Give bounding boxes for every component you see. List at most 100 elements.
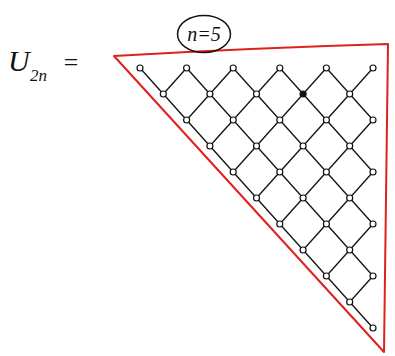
lattice-line bbox=[350, 302, 373, 328]
lattice-point bbox=[347, 247, 353, 253]
lattice-line bbox=[326, 198, 349, 224]
lattice-point bbox=[347, 299, 353, 305]
lattice-point bbox=[277, 117, 283, 123]
note-text: n=5 bbox=[187, 23, 221, 46]
lattice-line bbox=[303, 146, 326, 172]
lattice-line bbox=[187, 120, 210, 146]
lattice-line bbox=[163, 68, 186, 94]
lattice-line bbox=[257, 198, 280, 224]
lattice-point bbox=[207, 143, 213, 149]
lattice-point bbox=[277, 169, 283, 175]
lattice-line bbox=[210, 146, 233, 172]
lattice-point bbox=[184, 117, 190, 123]
lattice-line bbox=[303, 172, 326, 198]
lattice-line bbox=[350, 68, 373, 94]
circle-outline-shape bbox=[178, 16, 231, 53]
lattice-line bbox=[280, 198, 303, 224]
lattice-line bbox=[326, 68, 349, 94]
lattice-line bbox=[326, 276, 349, 302]
lattice-point bbox=[160, 91, 166, 97]
lattice-point bbox=[323, 273, 329, 279]
lattice-point bbox=[184, 65, 190, 71]
lattice-point bbox=[347, 143, 353, 149]
lattice-line bbox=[350, 276, 373, 302]
lattice-line bbox=[303, 198, 326, 224]
lattice-point bbox=[300, 143, 306, 149]
lattice-point bbox=[370, 169, 376, 175]
lattice-line bbox=[350, 120, 373, 146]
lattice-line bbox=[210, 68, 233, 94]
lattice-point bbox=[370, 65, 376, 71]
lattice-line bbox=[257, 172, 280, 198]
lattice-point bbox=[277, 221, 283, 227]
lattice-line bbox=[257, 68, 280, 94]
lattice-grid bbox=[137, 65, 376, 331]
lattice-line bbox=[280, 68, 303, 94]
lattice-point bbox=[370, 117, 376, 123]
lattice-point bbox=[254, 195, 260, 201]
lattice-line bbox=[350, 250, 373, 276]
lattice-line bbox=[233, 68, 256, 94]
lattice-point bbox=[230, 117, 236, 123]
lattice-line bbox=[210, 120, 233, 146]
lattice-line bbox=[350, 198, 373, 224]
lattice-line bbox=[326, 250, 349, 276]
lattice-point bbox=[230, 65, 236, 71]
lattice-line bbox=[163, 94, 186, 120]
lattice-point bbox=[300, 91, 306, 97]
subscript-label: 2n bbox=[30, 66, 47, 86]
lattice-point bbox=[230, 169, 236, 175]
lattice-point bbox=[254, 91, 260, 97]
lattice-line bbox=[257, 94, 280, 120]
lattice-line bbox=[187, 68, 210, 94]
triangle-outline bbox=[114, 44, 388, 352]
formula-label: U bbox=[8, 44, 30, 78]
lattice-line bbox=[326, 172, 349, 198]
lattice-point bbox=[207, 91, 213, 97]
lattice-line bbox=[303, 224, 326, 250]
lattice-line bbox=[257, 146, 280, 172]
lattice-line bbox=[303, 250, 326, 276]
lattice-point bbox=[277, 65, 283, 71]
lattice-point bbox=[370, 325, 376, 331]
lattice-point bbox=[323, 169, 329, 175]
lattice-point bbox=[323, 117, 329, 123]
lattice-point bbox=[347, 195, 353, 201]
lattice-point bbox=[370, 273, 376, 279]
lattice-line bbox=[326, 120, 349, 146]
lattice-line bbox=[303, 94, 326, 120]
lattice-point bbox=[300, 195, 306, 201]
lattice-point bbox=[323, 221, 329, 227]
lattice-line bbox=[350, 94, 373, 120]
lattice-point bbox=[323, 65, 329, 71]
lattice-line bbox=[233, 146, 256, 172]
lattice-line bbox=[303, 120, 326, 146]
lattice-point bbox=[347, 91, 353, 97]
lattice-point bbox=[137, 65, 143, 71]
lattice-line bbox=[280, 94, 303, 120]
lattice-point bbox=[300, 247, 306, 253]
lattice-line bbox=[280, 120, 303, 146]
lattice-line bbox=[326, 224, 349, 250]
lattice-line bbox=[233, 94, 256, 120]
lattice-line bbox=[210, 94, 233, 120]
lattice-point bbox=[370, 221, 376, 227]
lattice-line bbox=[280, 224, 303, 250]
lattice-line bbox=[233, 172, 256, 198]
formula-label: = bbox=[62, 48, 80, 78]
lattice-line bbox=[280, 146, 303, 172]
lattice-line bbox=[280, 172, 303, 198]
lattice-line bbox=[350, 146, 373, 172]
lattice-line bbox=[350, 224, 373, 250]
lattice-line bbox=[233, 120, 256, 146]
lattice-line bbox=[303, 68, 326, 94]
lattice-line bbox=[257, 120, 280, 146]
lattice-line bbox=[326, 94, 349, 120]
lattice-line bbox=[140, 68, 163, 94]
circled-note: n=5 bbox=[176, 14, 232, 54]
lattice-line bbox=[326, 146, 349, 172]
lattice-line bbox=[187, 94, 210, 120]
lattice-line bbox=[350, 172, 373, 198]
